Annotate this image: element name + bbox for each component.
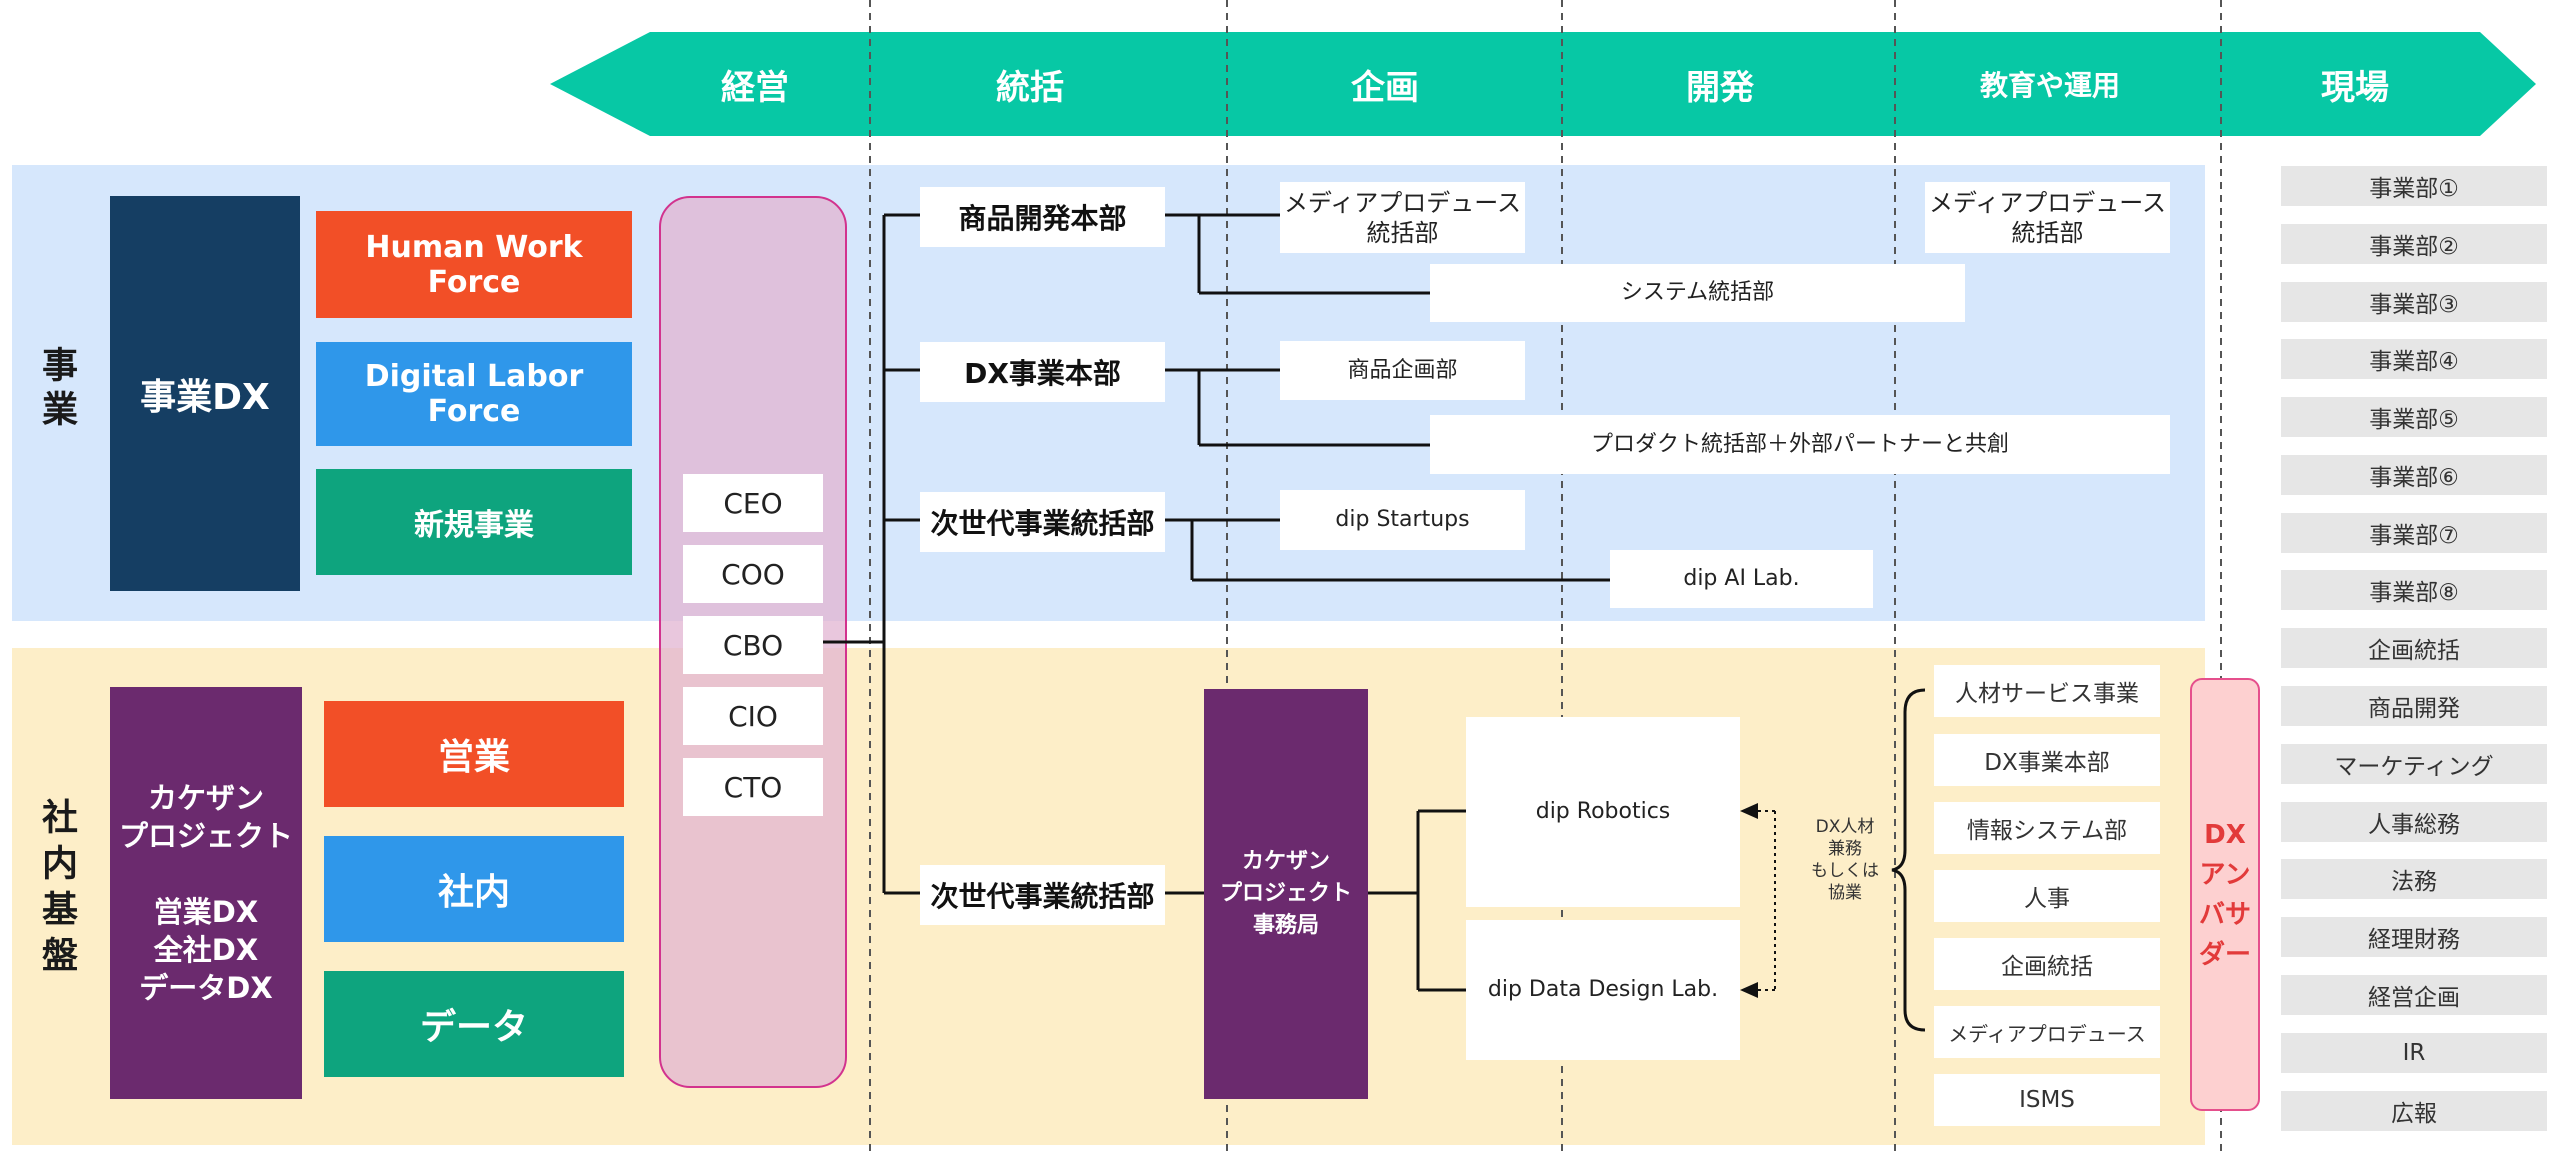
department-marketing: マーケティング xyxy=(2281,744,2547,784)
connector-lines xyxy=(823,213,1610,992)
department-3: 事業部③ xyxy=(2281,282,2547,322)
department-1: 事業部① xyxy=(2281,166,2547,206)
lab-dip-data-design: dip Data Design Lab. xyxy=(1466,920,1740,1060)
unit-product-cocreation: プロダクト統括部＋外部パートナーと共創 xyxy=(1430,415,2170,474)
stage-education-operation: 教育や運用 xyxy=(1979,69,2120,102)
department-hr-general: 人事総務 xyxy=(2281,802,2547,842)
kakezan-project-title: カケザン プロジェクト xyxy=(118,781,293,853)
stage-development: 開発 xyxy=(1686,67,1754,108)
department-ir: IR xyxy=(2281,1033,2547,1073)
department-corporate-planning: 経営企画 xyxy=(2281,975,2547,1015)
exec-cto: CTO xyxy=(683,758,823,816)
exec-coo: COO xyxy=(683,545,823,603)
exec-cio: CIO xyxy=(683,687,823,745)
member-planning: 企画統括 xyxy=(1934,938,2160,990)
dx-ambassador: DX アンバサダー xyxy=(2190,678,2260,1111)
member-info-systems: 情報システム部 xyxy=(1934,802,2160,854)
business-dx-block: 事業DX xyxy=(110,196,300,591)
exec-cbo: CBO xyxy=(683,616,823,674)
stage-banner xyxy=(550,32,2536,136)
unit-media-produce-1: メディアプロデュース 統括部 xyxy=(1280,182,1525,253)
stage-separators xyxy=(869,0,2222,1152)
member-hr-services: 人材サービス事業 xyxy=(1934,665,2160,717)
member-hr: 人事 xyxy=(1934,870,2160,922)
stage-management: 経営 xyxy=(721,67,789,108)
section-label-business: 事業 xyxy=(36,346,77,434)
department-product-dev: 商品開発 xyxy=(2281,686,2547,726)
unit-product-planning: 商品企画部 xyxy=(1280,341,1525,400)
member-dx-business: DX事業本部 xyxy=(1934,734,2160,786)
stage-field: 現場 xyxy=(2321,67,2389,108)
department-planning: 企画統括 xyxy=(2281,628,2547,668)
kakezan-project-scopes: 営業DX 全社DX データDX xyxy=(139,895,273,1005)
dx-talent-note: DX人材 兼務 もしくは 協業 xyxy=(1811,817,1879,903)
section-label-infrastructure: 社内基盤 xyxy=(36,798,77,982)
area-internal: 社内 xyxy=(324,836,624,942)
stage-planning: 企画 xyxy=(1351,67,1419,108)
member-media-produce: メディアプロデュース xyxy=(1934,1006,2160,1058)
members-brace xyxy=(1891,688,1926,1032)
unit-dip-startups: dip Startups xyxy=(1280,490,1525,550)
area-sales: 営業 xyxy=(324,701,624,807)
hq-next-gen-business-1: 次世代事業統括部 xyxy=(920,492,1165,552)
hq-product-development: 商品開発本部 xyxy=(920,187,1165,247)
department-2: 事業部② xyxy=(2281,224,2547,264)
kakezan-project-office: カケザン プロジェクト 事務局 xyxy=(1204,689,1368,1099)
human-work-force: Human Work Force xyxy=(316,211,632,318)
dx-talent-arrows xyxy=(1758,810,1776,991)
stage-oversight: 統括 xyxy=(996,67,1064,108)
department-8: 事業部⑧ xyxy=(2281,570,2547,610)
member-isms: ISMS xyxy=(1934,1074,2160,1126)
department-legal: 法務 xyxy=(2281,859,2547,899)
department-7: 事業部⑦ xyxy=(2281,513,2547,553)
digital-labor-force: Digital Labor Force xyxy=(316,342,632,446)
unit-dip-ai-lab: dip AI Lab. xyxy=(1610,550,1873,608)
unit-system: システム統括部 xyxy=(1430,264,1965,322)
department-pr: 広報 xyxy=(2281,1091,2547,1131)
area-data: データ xyxy=(324,971,624,1077)
department-6: 事業部⑥ xyxy=(2281,455,2547,495)
exec-ceo: CEO xyxy=(683,474,823,532)
hq-next-gen-business-2: 次世代事業統括部 xyxy=(920,865,1165,925)
department-5: 事業部⑤ xyxy=(2281,397,2547,437)
department-finance: 経理財務 xyxy=(2281,917,2547,957)
hq-dx-business: DX事業本部 xyxy=(920,342,1165,402)
new-business: 新規事業 xyxy=(316,469,632,575)
lab-dip-robotics: dip Robotics xyxy=(1466,717,1740,907)
department-4: 事業部④ xyxy=(2281,339,2547,379)
kakezan-project-block: カケザン プロジェクト 営業DX 全社DX データDX xyxy=(110,687,302,1099)
unit-media-produce-2: メディアプロデュース 統括部 xyxy=(1925,182,2170,253)
